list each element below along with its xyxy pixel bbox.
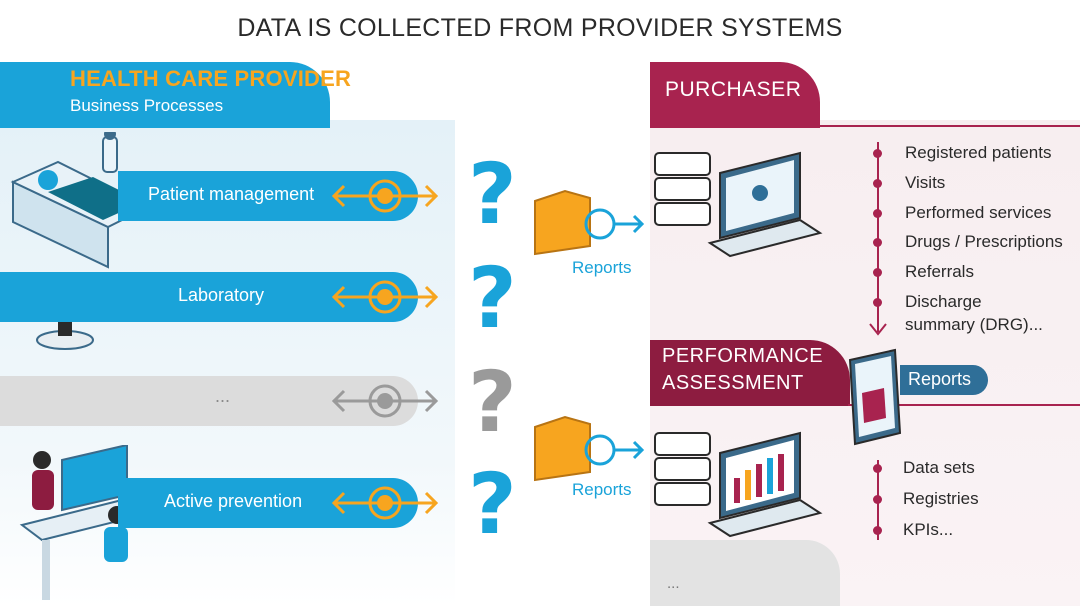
purchaser-divider xyxy=(820,125,1080,127)
question-mark-icon: ? xyxy=(468,249,517,347)
performance-title-line2: ASSESSMENT xyxy=(662,372,804,394)
reports-tag xyxy=(900,365,988,395)
question-mark-icon: ? xyxy=(468,455,517,553)
performance-divider xyxy=(848,404,1080,406)
list-bullet xyxy=(873,238,882,247)
server-laptop-chart-illustration xyxy=(654,431,823,538)
list-bullet xyxy=(873,209,882,218)
purchaser-header xyxy=(650,62,820,128)
more-label: ... xyxy=(667,575,680,592)
provider-subtitle: Business Processes xyxy=(70,96,224,115)
connector-icon xyxy=(331,280,439,314)
list-bullet xyxy=(873,526,882,535)
tablet-illustration xyxy=(848,348,902,446)
more-pill[interactable] xyxy=(650,540,840,606)
performance-item: Registries xyxy=(903,489,979,508)
question-mark-icon: ? xyxy=(468,145,517,243)
purchaser-item: Discharge xyxy=(905,292,982,311)
provider-title: HEALTH CARE PROVIDER xyxy=(70,66,352,91)
purchaser-item: summary (DRG)... xyxy=(905,315,1043,334)
connector-icon xyxy=(331,384,439,418)
list-bullet xyxy=(873,149,882,158)
purchaser-item: Registered patients xyxy=(905,143,1052,162)
connector-icon xyxy=(331,486,439,520)
performance-item: Data sets xyxy=(903,458,975,477)
purchaser-item: Drugs / Prescriptions xyxy=(905,232,1063,251)
process-label-more: ... xyxy=(215,386,231,406)
purchaser-item: Performed services xyxy=(905,203,1052,222)
list-bullet xyxy=(873,298,882,307)
patient-bed-illustration xyxy=(10,132,151,269)
reports-label: Reports xyxy=(572,480,632,499)
server-laptop-illustration xyxy=(654,151,823,258)
purchaser-item: Visits xyxy=(905,173,946,192)
list-bullet xyxy=(873,268,882,277)
list-bullet xyxy=(873,495,882,504)
list-bullet xyxy=(873,464,882,473)
performance-item: KPIs... xyxy=(903,520,954,539)
purchaser-title: PURCHASER xyxy=(665,78,802,101)
question-mark-icon: ? xyxy=(468,353,517,451)
reports-label: Reports xyxy=(572,258,632,277)
performance-header xyxy=(650,340,850,406)
reports-tag-label: Reports xyxy=(908,369,972,389)
diagram-title: DATA IS COLLECTED FROM PROVIDER SYSTEMS xyxy=(237,14,843,42)
folder-icon xyxy=(534,189,645,256)
process-label-laboratory: Laboratory xyxy=(178,285,265,305)
folder-icon xyxy=(534,415,645,482)
purchaser-item: Referrals xyxy=(905,262,974,281)
provider-header xyxy=(0,62,330,128)
connector-icon xyxy=(331,179,439,213)
workstation-illustration xyxy=(19,445,145,600)
list-bullet xyxy=(873,179,882,188)
performance-title-line1: PERFORMANCE xyxy=(662,345,824,367)
process-label-patient-management: Patient management xyxy=(148,184,315,204)
process-label-active-prevention: Active prevention xyxy=(164,491,303,511)
